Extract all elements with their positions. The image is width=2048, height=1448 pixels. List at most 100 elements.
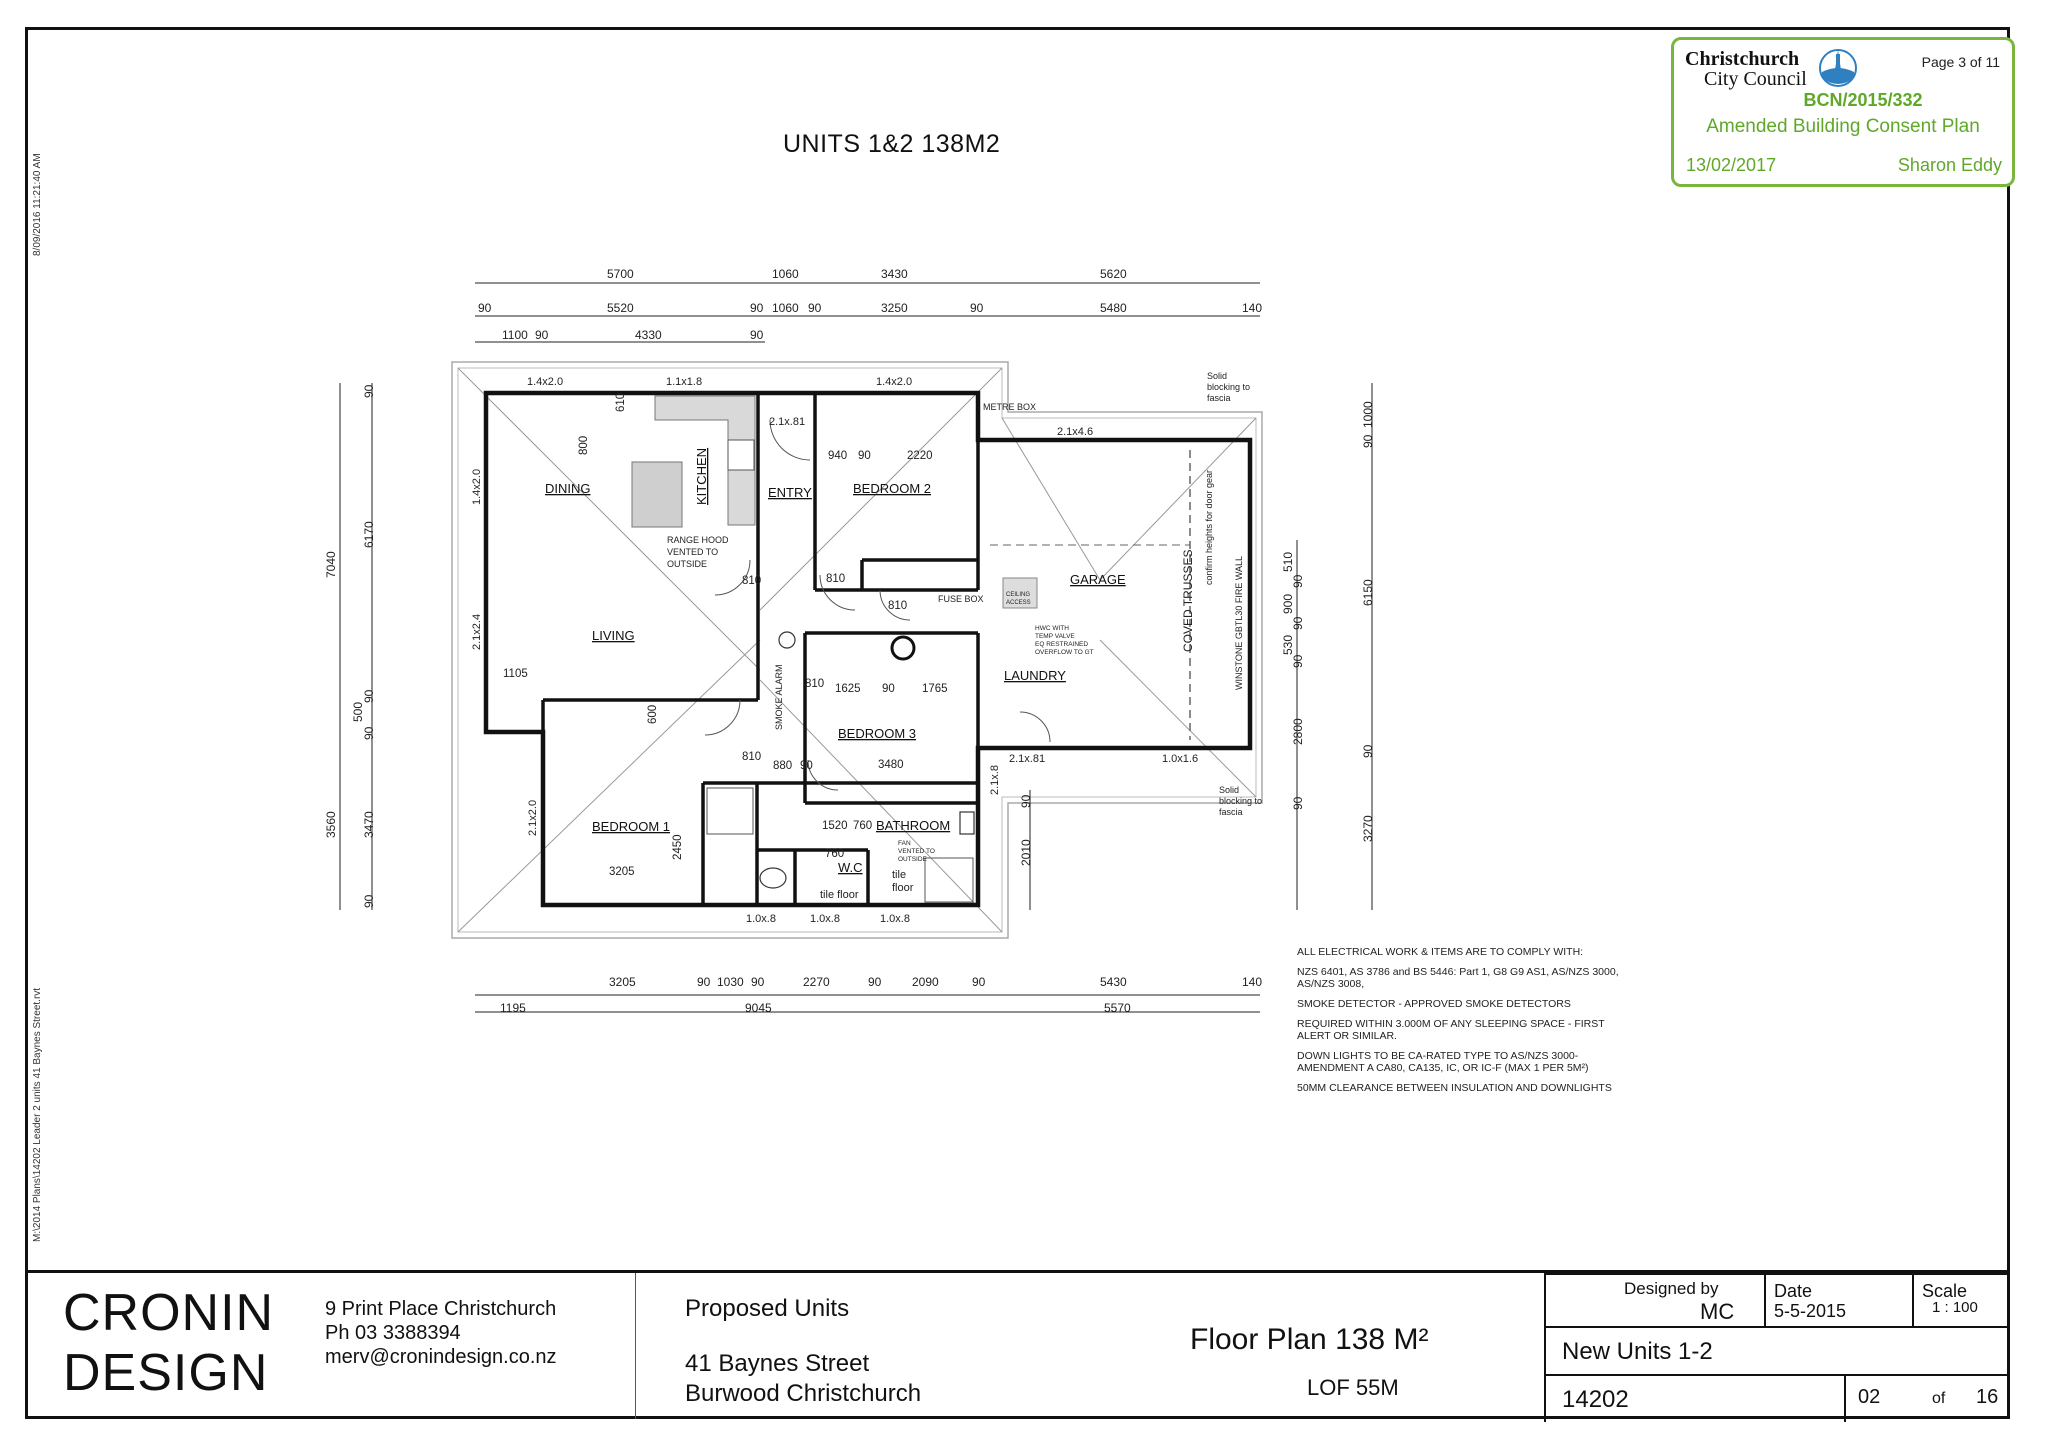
- stamp-date: 13/02/2017: [1686, 155, 1777, 175]
- consent-number: BCN/2015/332: [1803, 90, 1923, 110]
- job-number: 14202: [1562, 1386, 1629, 1413]
- room-kitchen: KITCHEN: [694, 448, 709, 505]
- dim-label: 510: [1281, 552, 1295, 572]
- hwc-line3: EQ RESTRAINED: [1035, 641, 1088, 648]
- fan-line3: OUTSIDE: [898, 856, 928, 863]
- dim-label: 90: [1291, 616, 1305, 630]
- dim-label: 5570: [1104, 1001, 1131, 1015]
- dim-label: 90: [1361, 434, 1375, 448]
- dim-label: 5430: [1100, 975, 1127, 989]
- dim-label: 90: [1291, 574, 1305, 588]
- window-label: 2.1x.81: [1009, 753, 1045, 765]
- dim-label: 90: [697, 975, 711, 989]
- room-bedroom-1: BEDROOM 1: [592, 819, 670, 834]
- note-line: NZS 6401, AS 3786 and BS 5446: Part 1, G…: [1297, 966, 1619, 990]
- window-label: 1.0x.8: [880, 913, 910, 925]
- dim-label: 3205: [609, 975, 636, 989]
- dim-label: 3270: [1361, 815, 1375, 842]
- dim-label: 140: [1242, 975, 1262, 989]
- designed-by-cell: Designed by MC: [1544, 1273, 1764, 1326]
- window-label: 2.1x.81: [769, 416, 805, 428]
- dim-label: 2270: [803, 975, 830, 989]
- tile-floor-bath-line1: tile: [892, 869, 906, 881]
- window-label: 1.4x2.0: [471, 469, 483, 505]
- council-name-line1: Christchurch: [1685, 48, 1800, 70]
- right-dimensions: 90 1000 6150 90 3270 510 90 900 90 530 9…: [1019, 401, 1375, 866]
- plot-timestamp: 8/09/2016 11:21:40 AM: [32, 153, 43, 256]
- bottom-dimensions: 3205 90 1030 90 2270 90 2090 90 5430 140…: [500, 975, 1262, 1015]
- sheet-total: 16: [1976, 1386, 1999, 1408]
- plan-annotations: RANGE HOOD VENTED TO OUTSIDE METRE BOX F…: [667, 371, 1262, 901]
- kitchen-island: [631, 461, 683, 528]
- dim-label: 90: [858, 450, 871, 462]
- window-label: 1.1x1.8: [666, 376, 702, 388]
- dim-label: 9045: [745, 1001, 772, 1015]
- dim-label: 140: [1242, 301, 1262, 315]
- council-stamp: Christchurch City Council Page 3 of 11 B…: [1671, 37, 2015, 187]
- dim-label: 90: [478, 301, 492, 315]
- file-path: M:\2014 Plans\14202 Leader 2 units 41 Ba…: [32, 987, 43, 1242]
- company-name-line1: CRONIN: [63, 1284, 275, 1342]
- job-name-cell: New Units 1-2: [1544, 1326, 2010, 1374]
- dim-label: 90: [750, 328, 764, 342]
- dim-label: 90: [972, 975, 986, 989]
- tile-floor-wc: tile floor: [820, 889, 859, 901]
- dim-label: 90: [535, 328, 549, 342]
- fuse-box-label: FUSE BOX: [938, 594, 984, 604]
- dim-label: 3480: [878, 759, 904, 771]
- sheet-number: 02: [1858, 1386, 1881, 1408]
- room-wc: W.C: [838, 860, 863, 875]
- dim-label: 900: [1281, 594, 1295, 614]
- project-suburb: Burwood Christchurch: [685, 1380, 922, 1407]
- title-block: CRONIN DESIGN 9 Print Place Christchurch…: [25, 1270, 2010, 1422]
- window-label: 2.1x4.6: [1057, 426, 1093, 438]
- dim-label: 90: [800, 760, 813, 772]
- dim-label: 530: [1281, 635, 1295, 655]
- dim-label: 2010: [1019, 839, 1033, 866]
- sheet-number-cell: 02 of 16: [1844, 1374, 2010, 1422]
- stamp-officer: Sharon Eddy: [1897, 155, 2002, 175]
- dim-label: 1060: [772, 267, 799, 281]
- ceiling-access-line2: ACCESS: [1006, 600, 1031, 606]
- dim-label: 1000: [1361, 401, 1375, 428]
- note-line: SMOKE DETECTOR - APPROVED SMOKE DETECTOR…: [1297, 998, 1571, 1010]
- sheet-of-label: of: [1932, 1390, 1946, 1407]
- note-line: ALL ELECTRICAL WORK & ITEMS ARE TO COMPL…: [1297, 946, 1584, 958]
- tile-floor-bath-line2: floor: [892, 882, 914, 894]
- window-label: 2.1x2.4: [471, 614, 483, 650]
- blocking-bottom-line1: Solid: [1219, 785, 1239, 795]
- dim-label: 600: [647, 705, 659, 724]
- dim-label: 90: [1019, 794, 1033, 808]
- smoke-alarm-icon: [778, 631, 796, 649]
- roof-line: [451, 361, 1263, 939]
- dim-label: 5480: [1100, 301, 1127, 315]
- job-name: New Units 1-2: [1562, 1338, 1713, 1365]
- hwc-line2: TEMP VALVE: [1035, 633, 1075, 640]
- fan-line2: VENTED TO: [898, 848, 935, 855]
- lof-label: LOF 55M: [1307, 1375, 1399, 1400]
- window-label: 2.1x.8: [989, 765, 1001, 795]
- dim-label: 90: [1361, 744, 1375, 758]
- dim-label: 7040: [324, 551, 338, 578]
- company-phone: Ph 03 3388394: [325, 1322, 461, 1344]
- dim-label: 90: [808, 301, 822, 315]
- range-hood-line2: VENTED TO: [667, 547, 718, 557]
- dim-label: 1765: [922, 683, 948, 695]
- council-logo-icon: [1819, 49, 1857, 87]
- room-laundry: LAUNDRY: [1004, 668, 1066, 683]
- shower-icon: [706, 787, 754, 835]
- room-living: LIVING: [592, 628, 635, 643]
- project-address: 41 Baynes Street Burwood Christchurch: [685, 1349, 921, 1409]
- room-garage: GARAGE: [1070, 572, 1126, 587]
- dim-label: 6150: [1361, 579, 1375, 606]
- blocking-top-line3: fascia: [1207, 393, 1231, 403]
- window-label: 2.1x2.0: [527, 800, 539, 836]
- dim-label: 760: [853, 820, 872, 832]
- council-name-line2: City Council: [1704, 68, 1807, 90]
- window-label: 1.0x.8: [746, 913, 776, 925]
- dim-label: 3430: [881, 267, 908, 281]
- blocking-top-line2: blocking to: [1207, 382, 1250, 392]
- dim-label: 3560: [324, 811, 338, 838]
- dim-label: 1520: [822, 820, 848, 832]
- dim-label: 610: [615, 393, 627, 412]
